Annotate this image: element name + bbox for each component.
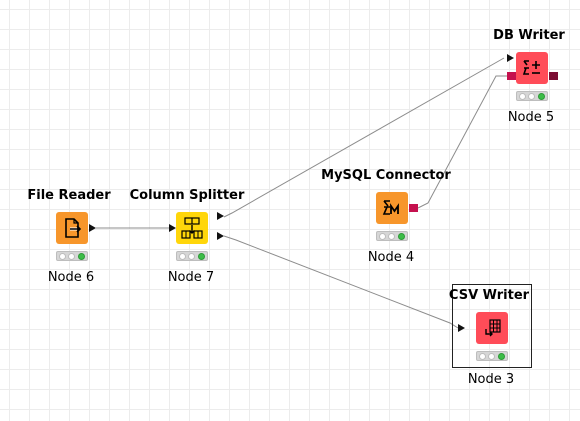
node-csv-writer[interactable]	[476, 312, 508, 344]
input-port-csv-writer[interactable]	[458, 324, 465, 332]
node-title-csv-writer[interactable]: CSV Writer	[448, 288, 530, 303]
node-db-writer[interactable]	[516, 52, 548, 84]
node-title-column-splitter[interactable]: Column Splitter	[129, 188, 245, 203]
node-column-splitter[interactable]	[176, 212, 208, 244]
status-dot-green	[538, 93, 545, 100]
input-port-db-writer-data[interactable]	[507, 54, 514, 62]
db-output-port-mysql-connector[interactable]	[409, 204, 418, 212]
status-dot-green	[398, 233, 405, 240]
column-split-icon	[181, 217, 203, 239]
db-writer-icon	[522, 60, 540, 75]
node-label-mysql-connector[interactable]: Node 4	[367, 250, 415, 265]
status-indicator-column-splitter	[176, 251, 208, 261]
status-dot	[68, 253, 75, 260]
status-dot	[388, 233, 395, 240]
node-title-mysql-connector[interactable]: MySQL Connector	[321, 168, 451, 183]
output-port-column-splitter-top[interactable]	[217, 212, 224, 220]
connection-mysql-to-db-writer[interactable]	[417, 75, 507, 209]
status-dot	[188, 253, 195, 260]
node-label-csv-writer[interactable]: Node 3	[467, 372, 515, 387]
node-mysql-connector[interactable]	[376, 192, 408, 224]
node-label-file-reader[interactable]: Node 6	[47, 270, 95, 285]
status-dot	[488, 353, 495, 360]
node-label-db-writer[interactable]: Node 5	[507, 110, 555, 125]
status-dot	[519, 93, 526, 100]
output-port-column-splitter-bottom[interactable]	[217, 232, 224, 240]
node-title-db-writer[interactable]: DB Writer	[493, 28, 565, 43]
connection-column-splitter-to-csv-writer[interactable]	[223, 235, 459, 329]
status-dot-green	[198, 253, 205, 260]
output-port-file-reader[interactable]	[89, 224, 96, 232]
status-indicator-mysql-connector	[376, 231, 408, 241]
input-port-column-splitter[interactable]	[169, 224, 176, 232]
mysql-m-icon	[382, 200, 399, 215]
status-dot	[179, 253, 186, 260]
table-arrow-icon	[485, 319, 501, 337]
connection-column-splitter-to-db-writer[interactable]	[223, 57, 505, 218]
status-dot	[528, 93, 535, 100]
db-output-port-db-writer[interactable]	[549, 72, 558, 80]
status-indicator-csv-writer	[476, 351, 508, 361]
node-title-file-reader[interactable]: File Reader	[27, 188, 111, 203]
file-arrow-icon	[65, 218, 82, 238]
db-input-port-db-writer[interactable]	[507, 72, 516, 80]
node-file-reader[interactable]	[56, 212, 88, 244]
status-dot-green	[78, 253, 85, 260]
status-dot	[59, 253, 66, 260]
node-selection-box-csv-writer	[452, 284, 532, 368]
node-label-column-splitter[interactable]: Node 7	[167, 270, 215, 285]
status-dot	[379, 233, 386, 240]
status-dot-green	[498, 353, 505, 360]
status-indicator-db-writer	[516, 91, 548, 101]
status-dot	[479, 353, 486, 360]
status-indicator-file-reader	[56, 251, 88, 261]
